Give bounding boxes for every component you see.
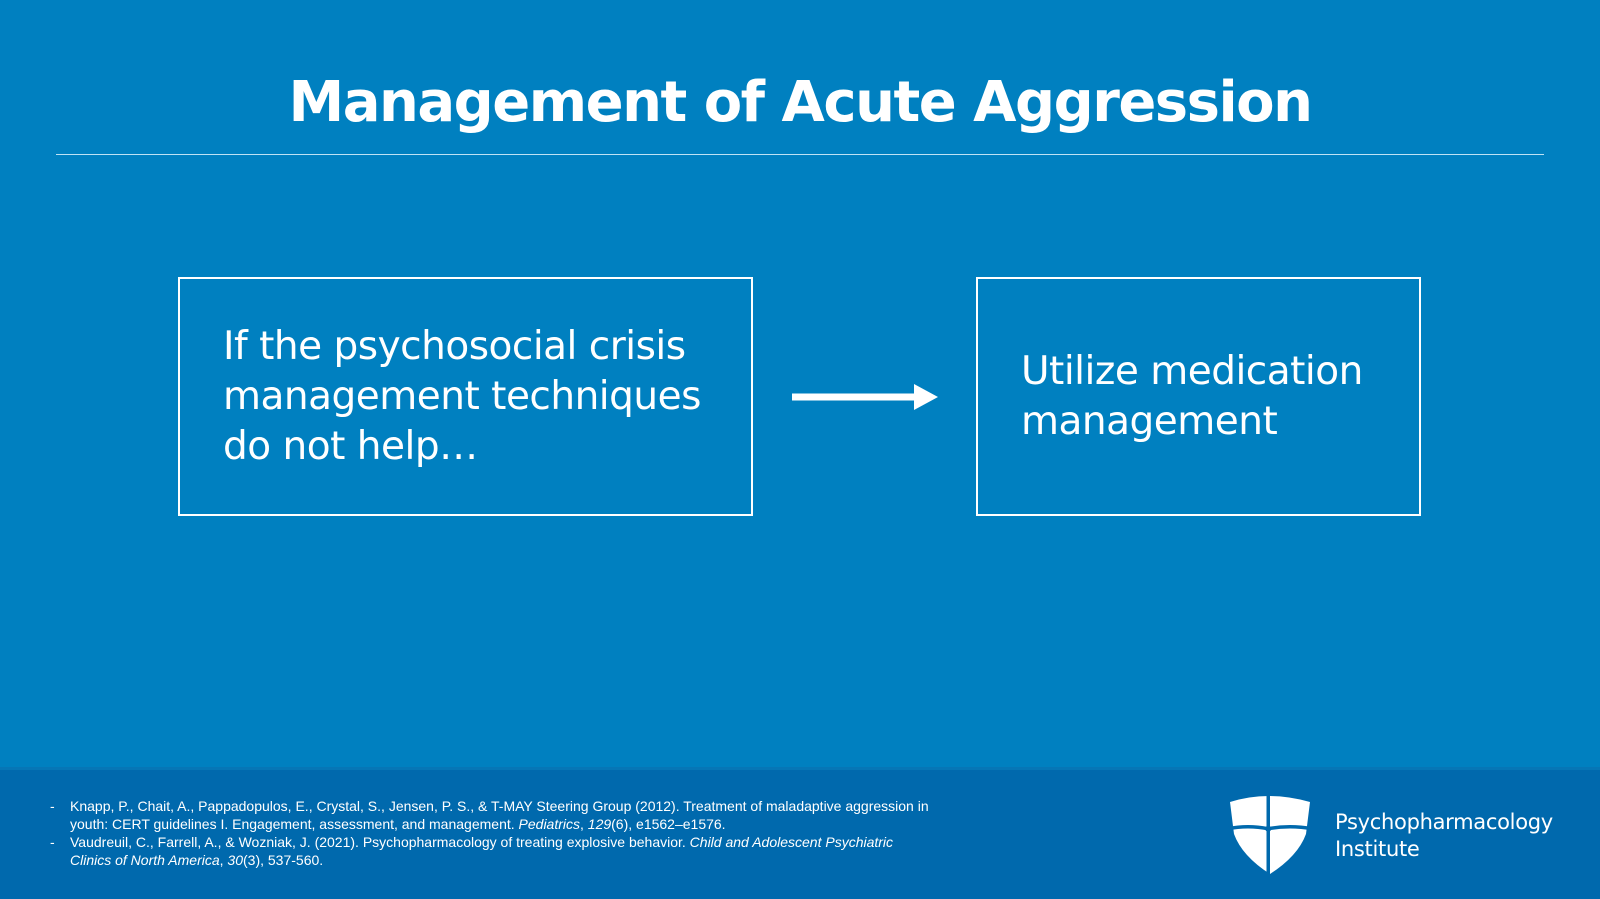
action-box: Utilize medication management (976, 277, 1421, 516)
references-list: - Knapp, P., Chait, A., Pappadopulos, E.… (50, 797, 930, 869)
reference-text: Knapp, P., Chait, A., Pappadopulos, E., … (70, 797, 930, 833)
condition-line: If the psychosocial crisis (223, 323, 686, 369)
volume: 30 (227, 852, 243, 868)
title-divider (56, 154, 1544, 155)
reference-segment: , (219, 852, 228, 868)
condition-text: If the psychosocial crisis management te… (180, 322, 723, 472)
brand-name: Psychopharmacology Institute (1335, 809, 1553, 863)
action-line: management (1021, 398, 1278, 444)
reference-item: - Knapp, P., Chait, A., Pappadopulos, E.… (50, 797, 930, 833)
shield-cross-icon (1228, 794, 1312, 874)
condition-line: management techniques (223, 373, 701, 419)
footer-divider (0, 767, 1600, 770)
reference-segment: (3), 537-560. (243, 852, 324, 868)
condition-box: If the psychosocial crisis management te… (178, 277, 753, 516)
reference-segment: Knapp, P., Chait, A., Pappadopulos, E., … (70, 798, 929, 832)
reference-text: Vaudreuil, C., Farrell, A., & Wozniak, J… (70, 833, 930, 869)
brand-line-2: Institute (1335, 837, 1420, 861)
reference-segment: (6), e1562–e1576. (611, 816, 726, 832)
reference-segment: Vaudreuil, C., Farrell, A., & Wozniak, J… (70, 834, 690, 850)
volume: 129 (587, 816, 612, 832)
arrow-right-icon (792, 384, 938, 410)
journal-name: Child and Adolescent Psychiatric Clinics… (70, 834, 894, 868)
footer: - Knapp, P., Chait, A., Pappadopulos, E.… (0, 767, 1600, 899)
action-text: Utilize medication management (978, 347, 1401, 447)
slide-title: Management of Acute Aggression (288, 70, 1314, 135)
brand-line-1: Psychopharmacology (1335, 810, 1553, 834)
bullet-dash: - (50, 798, 55, 814)
condition-line: do not help… (223, 423, 478, 469)
bullet-dash: - (50, 834, 55, 850)
reference-segment: , (580, 816, 588, 832)
reference-item: - Vaudreuil, C., Farrell, A., & Wozniak,… (50, 833, 930, 869)
journal-name: Pediatrics (518, 816, 580, 832)
action-line: Utilize medication (1021, 348, 1363, 394)
slide-body: Management of Acute Aggression If the ps… (56, 70, 1544, 516)
